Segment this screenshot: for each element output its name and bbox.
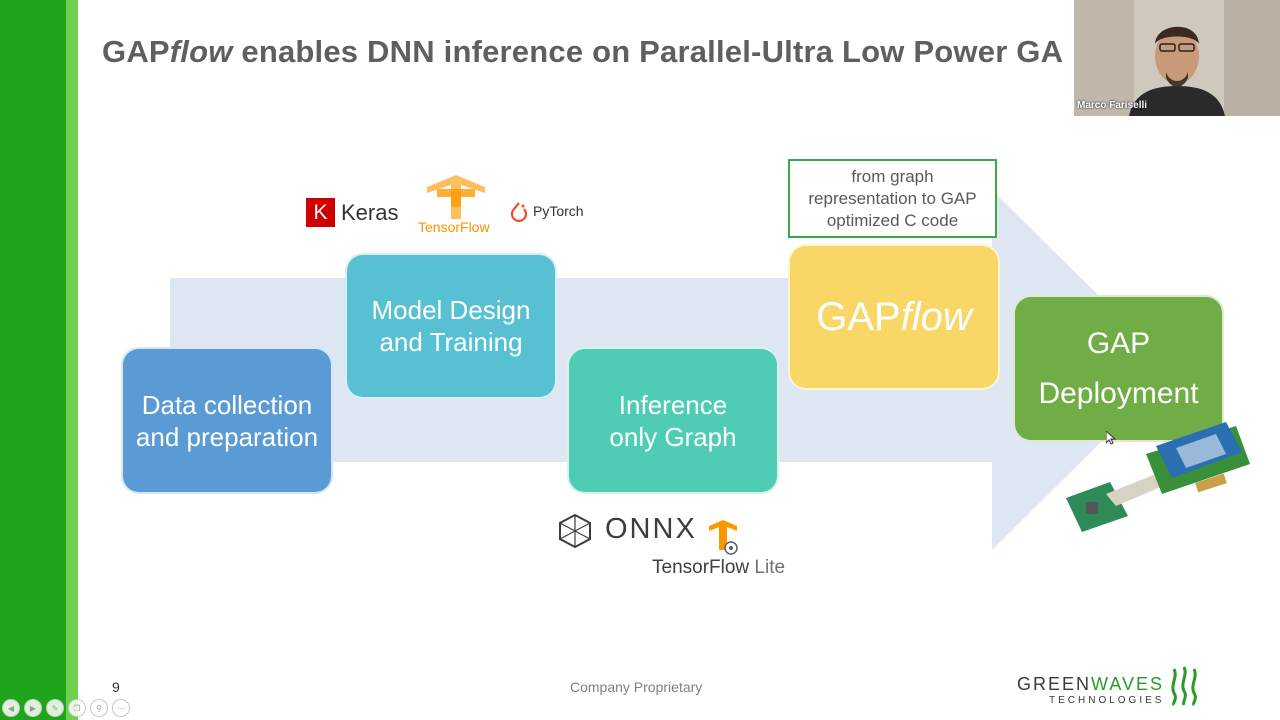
tensorflow-icon: [427, 175, 485, 219]
gap-deployment-line1: GAP: [1086, 326, 1151, 360]
title-prefix: GAP: [102, 34, 170, 69]
previous-icon[interactable]: ◀: [2, 699, 20, 717]
model-design-label: Model Design and Training: [371, 295, 531, 357]
title-italic: flow: [169, 34, 233, 69]
data-collection-label: Data collection and preparation: [135, 389, 319, 452]
keras-icon: K: [306, 198, 335, 227]
tfl-main: TensorFlow: [652, 557, 750, 578]
footer-text: Company Proprietary: [570, 679, 703, 695]
mouse-cursor-icon: [1106, 431, 1116, 445]
gap-board-image: [1066, 422, 1250, 532]
slideshow-controls: ◀ ▶ ✎ ❐ ⚲ ⋯: [2, 699, 130, 717]
zoom-icon[interactable]: ⚲: [90, 699, 108, 717]
slide-left-bar: [0, 0, 66, 720]
tfl-suffix: Lite: [749, 557, 786, 578]
company-green: GREEN: [1017, 674, 1092, 694]
pytorch-label: PyTorch: [533, 203, 584, 219]
callout-text: from graph representation to GAP optimiz…: [808, 166, 977, 230]
tensorflow-lite-icon: [709, 520, 738, 555]
title-rest: enables DNN inference on Parallel-Ultra …: [232, 34, 1064, 69]
participant-video-frame: [1074, 0, 1280, 116]
gapflow-prefix: GAP: [816, 295, 901, 339]
keras-icon-letter: K: [313, 200, 328, 224]
company-sub-text: TECHNOLOGIES: [1049, 695, 1165, 706]
gap-deployment-box: GAP Deployment: [1013, 295, 1224, 442]
webcam-video: Marco Fariselli: [1074, 0, 1280, 116]
company-logo-text: GREENWAVES: [1017, 674, 1164, 695]
page-number: 9: [112, 679, 120, 695]
onnx-label: ONNX: [605, 513, 697, 545]
company-waves: WAVES: [1091, 674, 1165, 694]
pytorch-icon: [510, 202, 528, 222]
slide-title: GAPflow enables DNN inference on Paralle…: [102, 34, 1063, 70]
gapflow-callout: from graph representation to GAP optimiz…: [788, 159, 997, 238]
pen-icon[interactable]: ✎: [46, 699, 64, 717]
more-icon[interactable]: ⋯: [112, 699, 130, 717]
keras-label: Keras: [341, 200, 399, 225]
inference-graph-label: Inference only Graph: [609, 389, 737, 452]
greenwaves-logo-icon: [1171, 666, 1197, 707]
gap-deployment-line2: Deployment: [1038, 376, 1199, 410]
tensorflow-label: TensorFlow: [418, 219, 490, 235]
onnx-icon: [559, 514, 591, 548]
model-design-box: Model Design and Training: [345, 253, 557, 399]
slide-left-bar-accent: [66, 0, 78, 720]
inference-graph-box: Inference only Graph: [567, 347, 779, 494]
tensorflow-lite-label: TensorFlow Lite: [652, 557, 785, 579]
participant-name: Marco Fariselli: [1077, 100, 1148, 111]
copy-icon[interactable]: ❐: [68, 699, 86, 717]
data-collection-box: Data collection and preparation: [121, 347, 333, 494]
gapflow-italic: flow: [900, 295, 972, 339]
next-icon[interactable]: ▶: [24, 699, 42, 717]
